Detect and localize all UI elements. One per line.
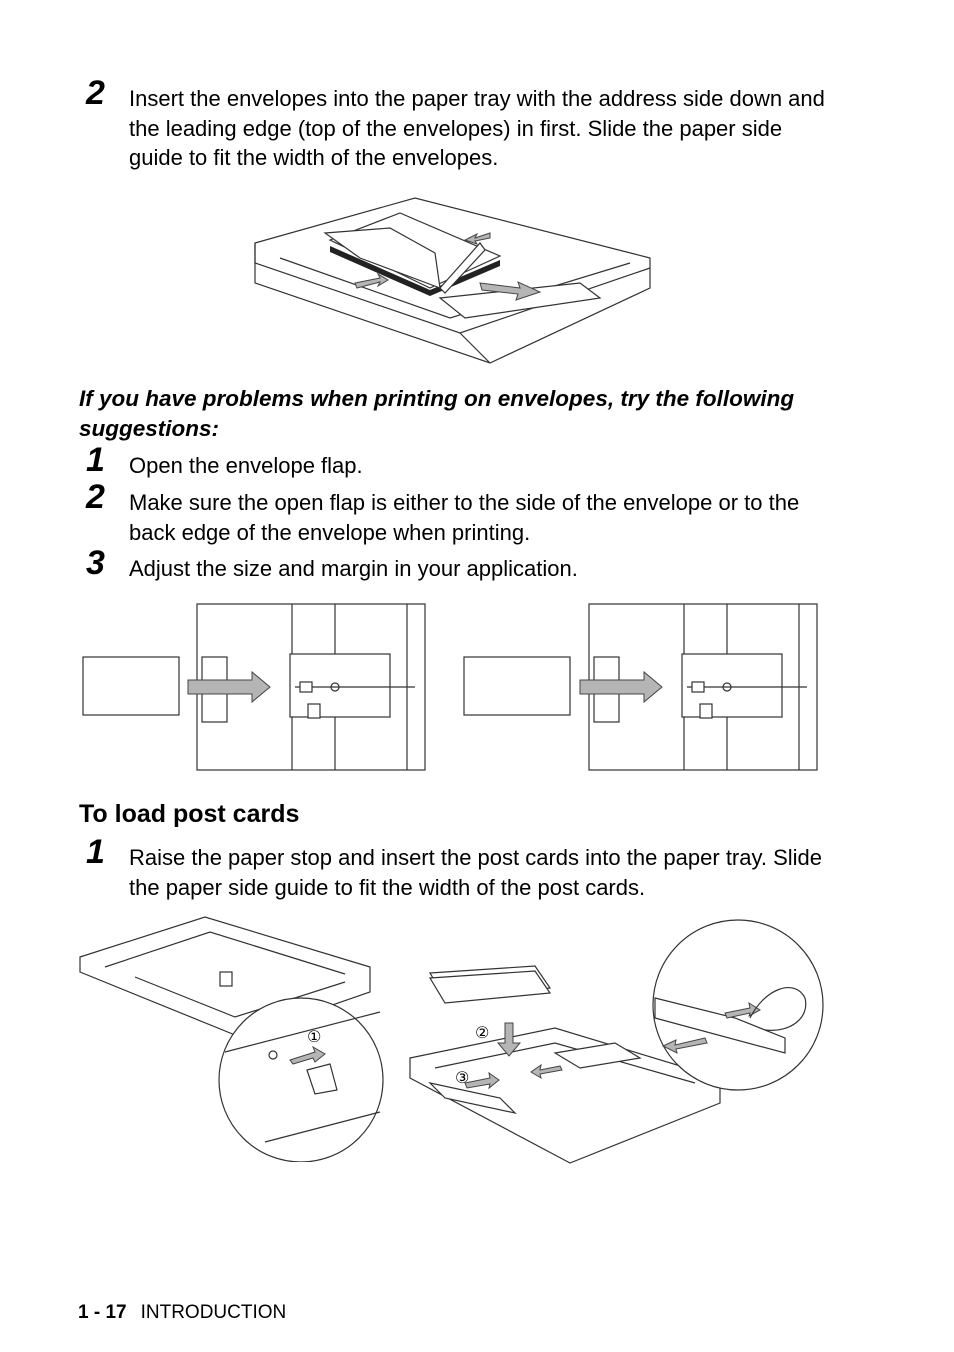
paper-stop-illustration: ① [75, 912, 395, 1162]
postcard-loading-illustration: ② ③ [405, 918, 830, 1178]
step-text: Open the envelope flap. [129, 453, 363, 478]
step-number: 1 [86, 441, 105, 479]
step-text: Make sure the open flap is either to the… [129, 490, 800, 545]
step-number: 3 [86, 544, 105, 582]
envelope-portrait-illustration [462, 602, 822, 772]
step-number: 2 [86, 478, 105, 516]
section-heading: To load post cards [79, 800, 300, 828]
page-number: 1 - 17 [78, 1302, 127, 1323]
section-name: INTRODUCTION [140, 1302, 287, 1323]
callout-3: ③ [455, 1068, 469, 1087]
envelope-tray-illustration [250, 188, 660, 368]
step-text: Insert the envelopes into the paper tray… [129, 86, 825, 170]
callout-2: ② [475, 1023, 489, 1042]
envelope-landscape-illustration [80, 602, 430, 772]
problems-heading: If you have problems when printing on en… [79, 386, 795, 441]
step-number: 2 [86, 74, 105, 112]
step-number: 1 [86, 833, 105, 871]
page-footer: 1 - 17 INTRODUCTION [78, 1302, 286, 1324]
step-text: Adjust the size and margin in your appli… [129, 556, 578, 581]
step-text: Raise the paper stop and insert the post… [129, 845, 822, 900]
callout-1: ① [307, 1027, 321, 1046]
